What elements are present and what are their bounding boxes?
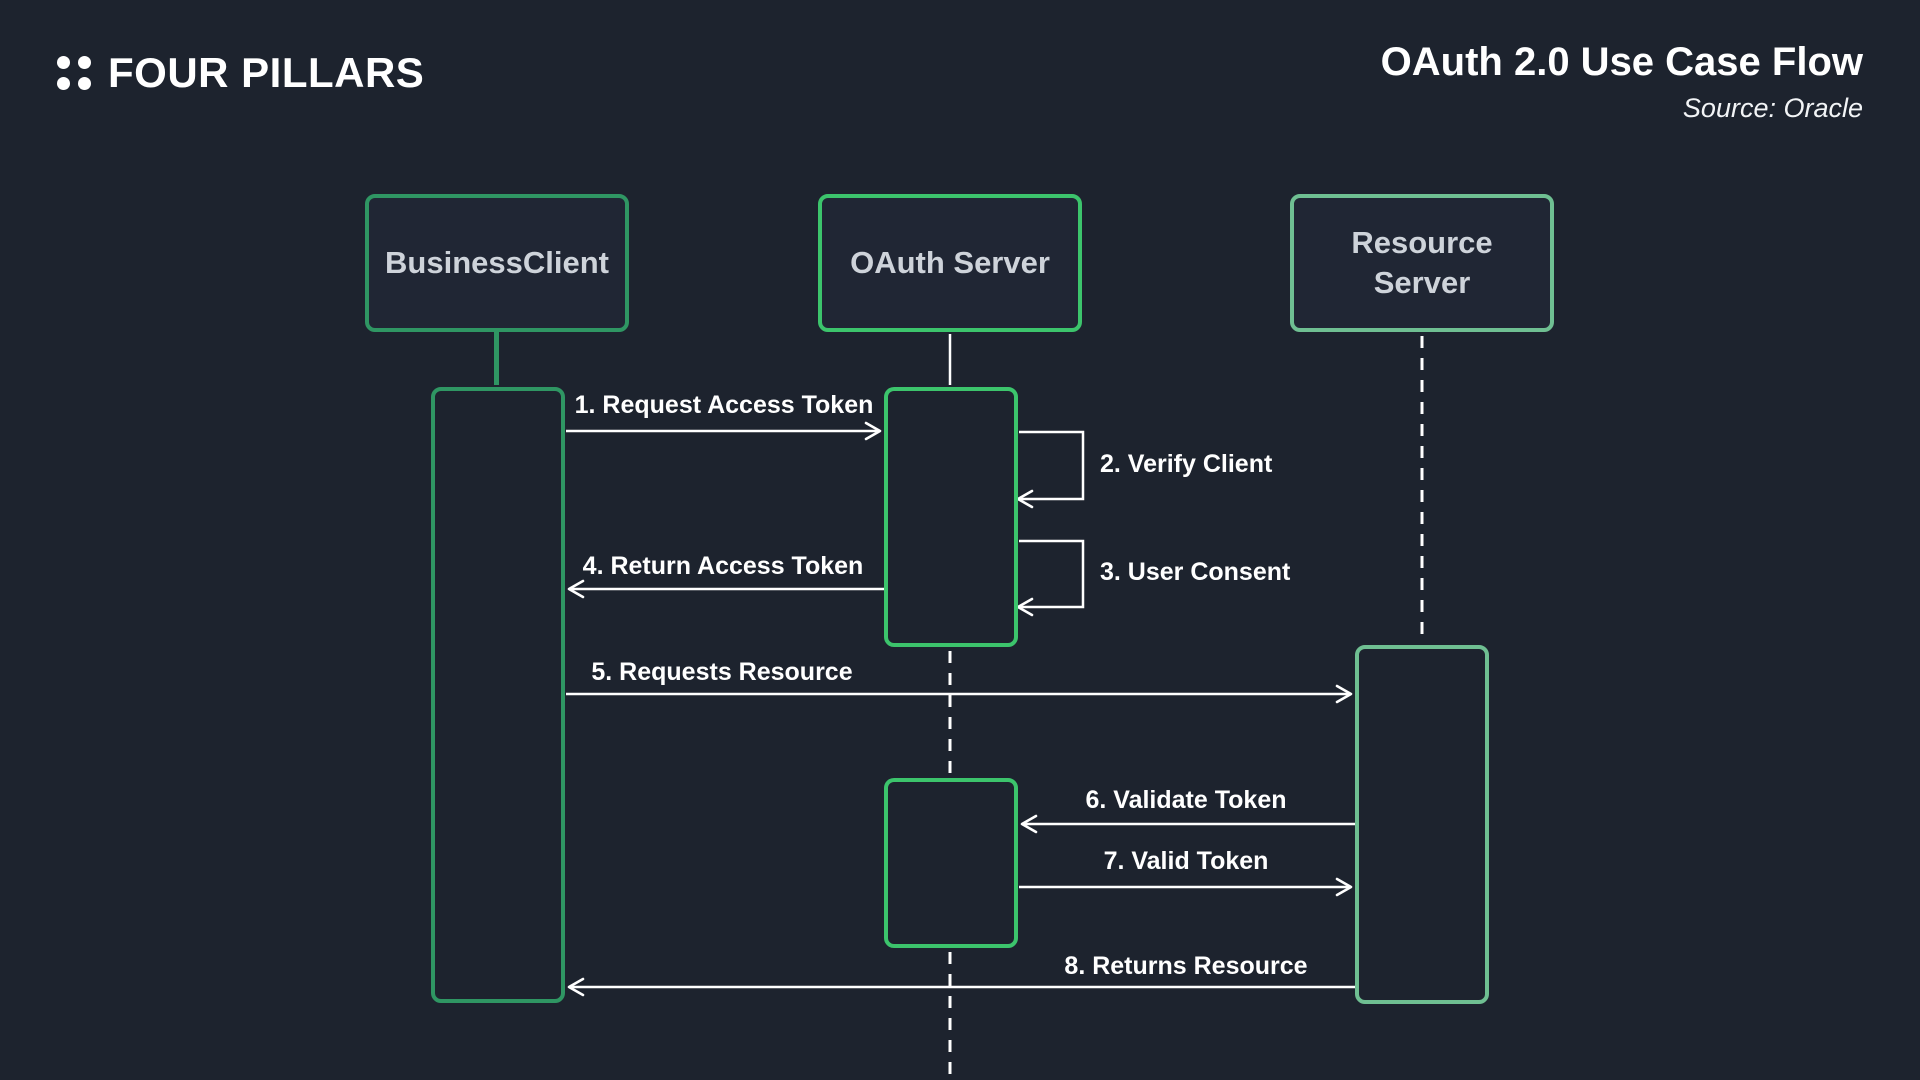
title-block: OAuth 2.0 Use Case Flow Source: Oracle [1381, 40, 1863, 124]
page-title: OAuth 2.0 Use Case Flow [1380, 40, 1863, 84]
loop-user-consent [1016, 539, 1085, 617]
actor-oauth-server: OAuth Server [818, 194, 1082, 332]
message-label-verify-client: 2. Verify Client [1100, 450, 1273, 478]
actor-business-client: BusinessClient [365, 194, 629, 332]
actor-business-client-label: BusinessClient [385, 244, 609, 280]
message-label-return-access-token: 4. Return Access Token [582, 552, 864, 580]
message-label-valid-token: 7. Valid Token [1103, 847, 1269, 875]
actor-oauth-server-label: OAuth Server [850, 244, 1050, 280]
message-label-validate-token: 6. Validate Token [1085, 786, 1287, 814]
message-label-request-access-token: 1. Request Access Token [574, 391, 874, 419]
loop-verify-client [1016, 430, 1085, 509]
source-credit: Source: Oracle [1682, 93, 1863, 123]
activation-oauth-server-2 [884, 778, 1018, 948]
actor-resource-server-label: Resource Server [1351, 224, 1493, 300]
logo: FOUR PILLARS [57, 52, 424, 94]
activation-resource-server [1355, 645, 1489, 1004]
activation-business-client [431, 387, 565, 1003]
message-label-returns-resource: 8. Returns Resource [1064, 952, 1308, 980]
four-dots-icon [57, 56, 91, 90]
actor-resource-server: Resource Server [1290, 194, 1554, 332]
message-label-user-consent: 3. User Consent [1100, 558, 1291, 586]
activation-oauth-server-1 [884, 387, 1018, 647]
logo-text: FOUR PILLARS [108, 49, 425, 96]
message-label-requests-resource: 5. Requests Resource [591, 658, 853, 686]
